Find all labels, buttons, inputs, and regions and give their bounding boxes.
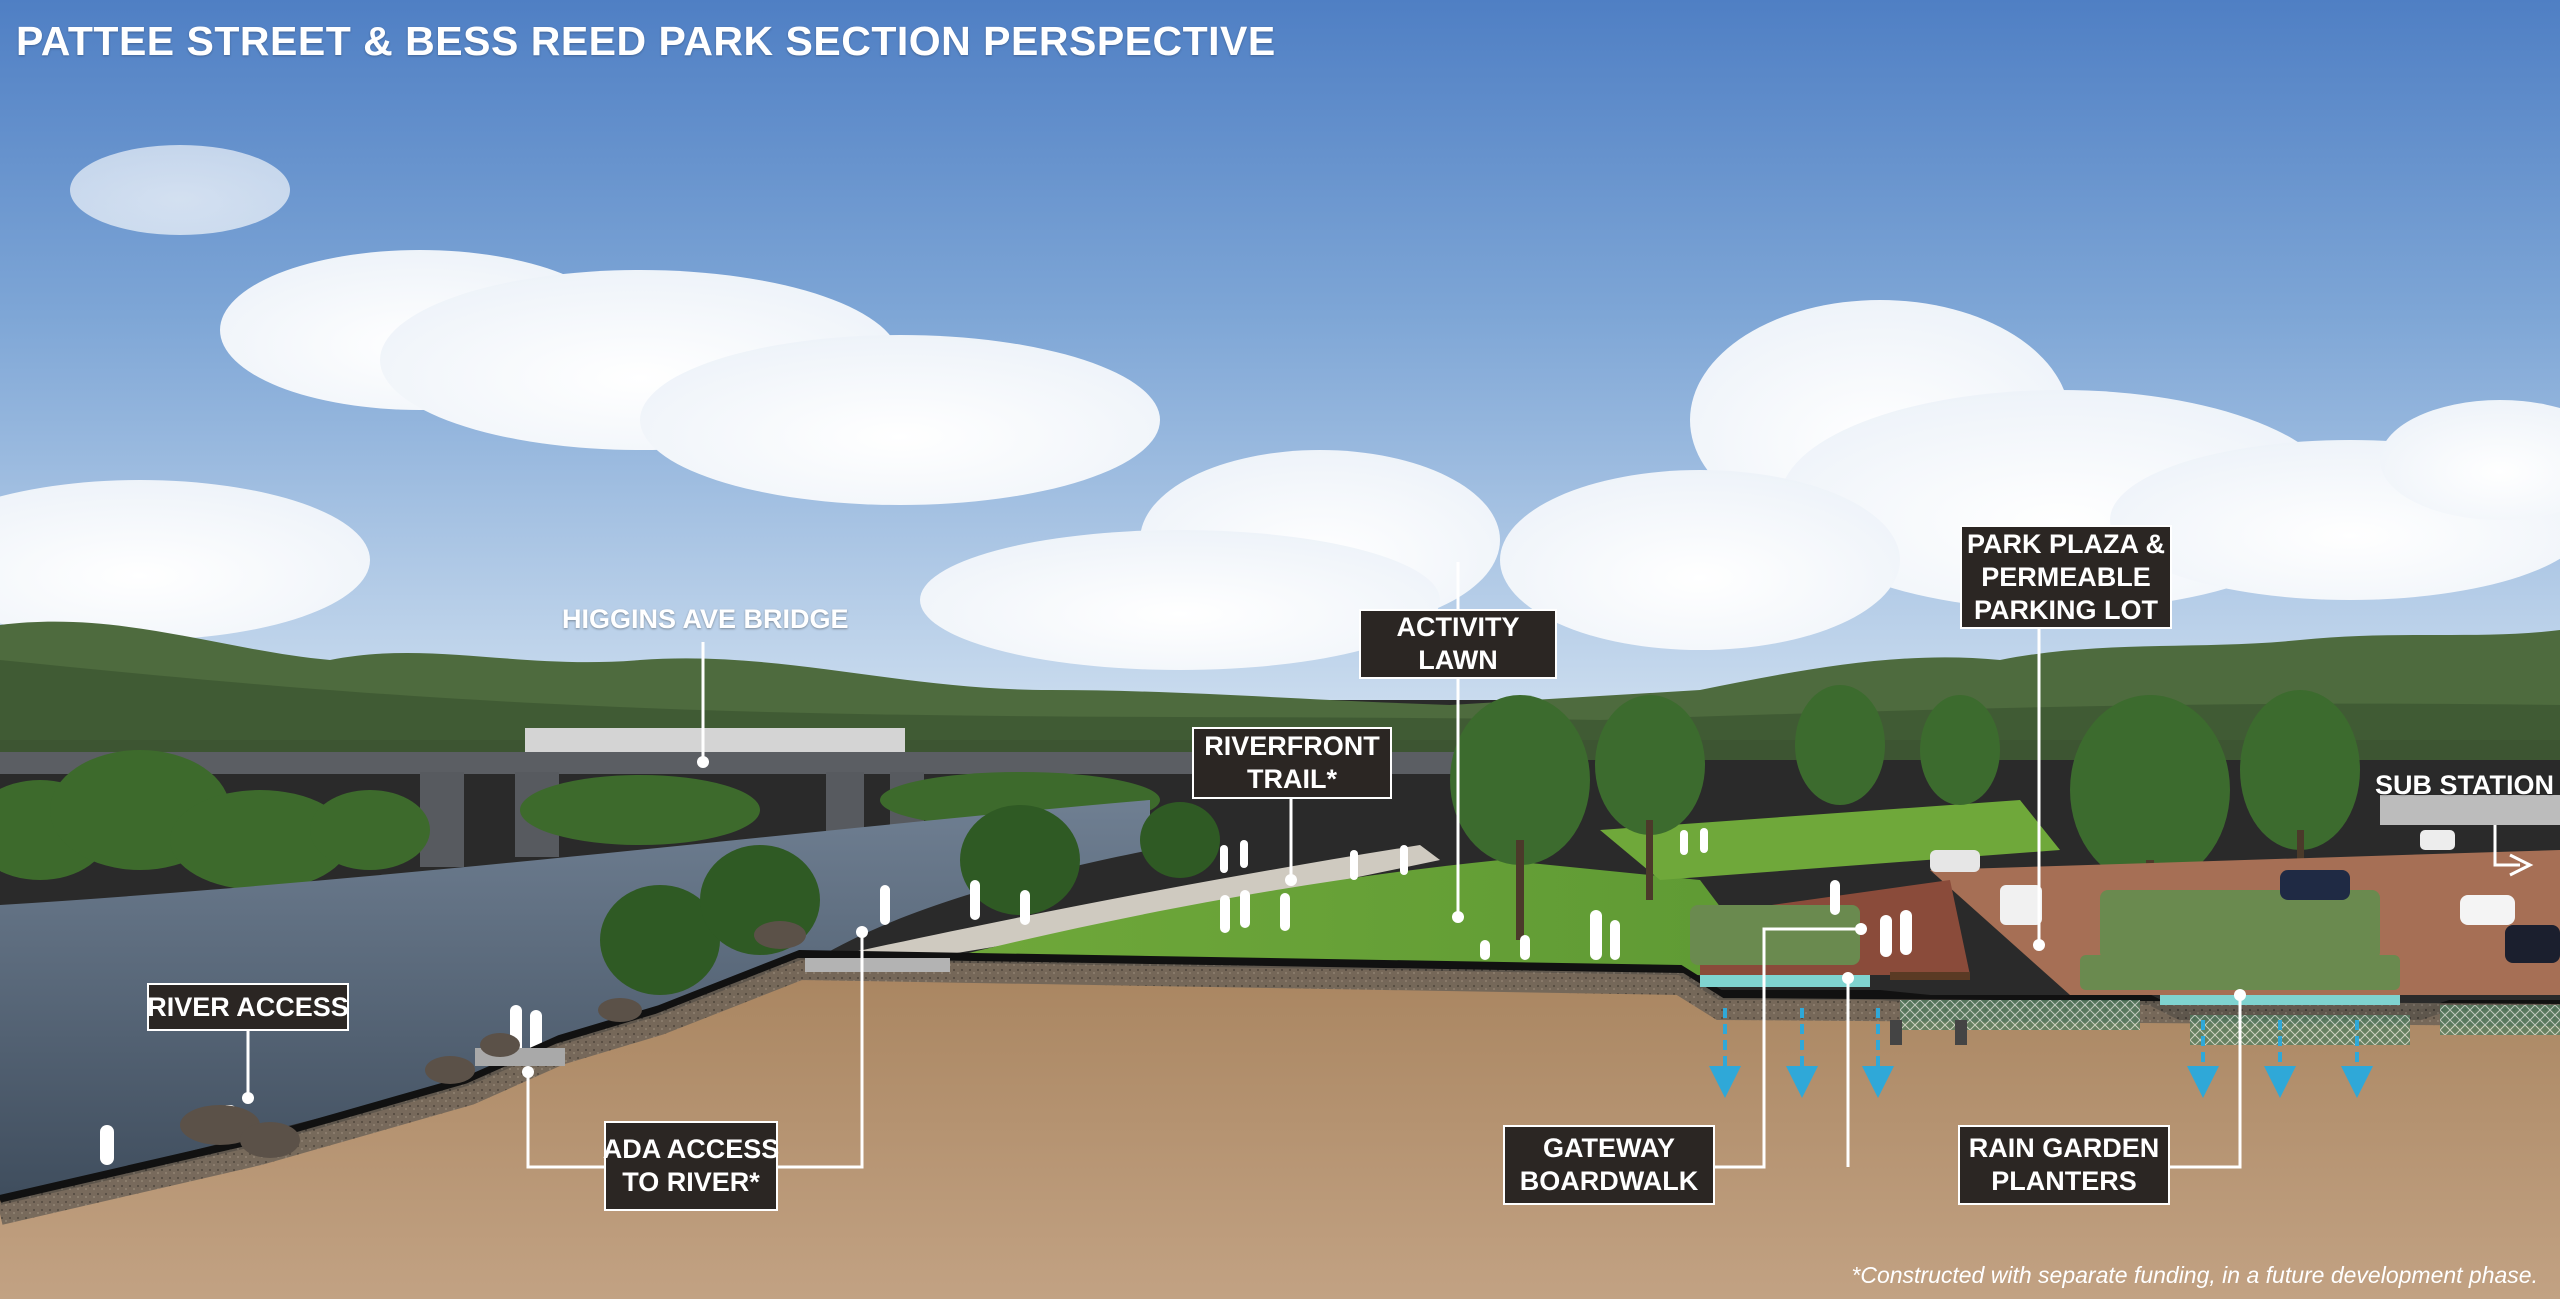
callout-gateway-boardwalk: GATEWAY BOARDWALK [1503, 1125, 1715, 1205]
river [0, 800, 1150, 1200]
callout-park-plaza-line2: PERMEABLE [1981, 561, 2151, 592]
bank-rocks [180, 921, 806, 1158]
callout-gateway-boardwalk-line1: GATEWAY [1542, 1133, 1676, 1163]
callout-activity-lawn-line1: ACTIVITY [1396, 612, 1520, 642]
callout-river-access-text: RIVER ACCESS [147, 991, 349, 1022]
footnote: *Constructed with separate funding, in a… [1851, 1262, 2538, 1288]
callout-riverfront-trail-line1: RIVERFRONT [1204, 731, 1380, 761]
riverbank-vegetation [600, 802, 1220, 995]
callout-rain-garden-line2: PLANTERS [1991, 1166, 2137, 1196]
callout-rain-garden-line1: RAIN GARDEN [1968, 1133, 2160, 1163]
leader-dots [242, 756, 2246, 1104]
substation [2380, 795, 2560, 825]
activity-lawn-ground [940, 860, 1760, 975]
callout-park-plaza-line3: PARKING LOT [1974, 594, 2158, 625]
label-higgins-bridge: HIGGINS AVE BRIDGE [562, 604, 849, 634]
callout-ada-access-line1: ADA ACCESS [602, 1134, 780, 1164]
clouds [0, 145, 2560, 670]
callout-river-access: RIVER ACCESS [147, 983, 349, 1031]
page-title: PATTEE STREET & BESS REED PARK SECTION P… [16, 18, 1276, 64]
callout-park-plaza-line1: PARK PLAZA & [1967, 528, 2165, 559]
callout-rain-garden: RAIN GARDEN PLANTERS [1958, 1125, 2170, 1205]
label-sub-station: SUB STATION [2375, 770, 2554, 800]
rain-garden-planting [1690, 890, 2400, 990]
callout-activity-lawn: ACTIVITY LAWN [1359, 609, 1557, 679]
sub-station-arrow-icon [2509, 853, 2534, 877]
parked-cars [1930, 830, 2560, 963]
callout-gateway-boardwalk-line2: BOARDWALK [1519, 1166, 1699, 1196]
park-trees [1450, 685, 2360, 955]
callout-park-plaza: PARK PLAZA & PERMEABLE PARKING LOT [1960, 525, 2172, 629]
far-shore-trees [0, 750, 1160, 890]
callout-activity-lawn-line2: LAWN [1418, 645, 1498, 675]
infiltration-arrows [1709, 1008, 2373, 1098]
callout-ada-access: ADA ACCESS TO RIVER* [602, 1121, 780, 1211]
callout-riverfront-trail: RIVERFRONT TRAIL* [1192, 727, 1392, 799]
callout-riverfront-trail-line2: TRAIL* [1247, 764, 1337, 794]
callout-ada-access-line2: TO RIVER* [622, 1167, 760, 1197]
